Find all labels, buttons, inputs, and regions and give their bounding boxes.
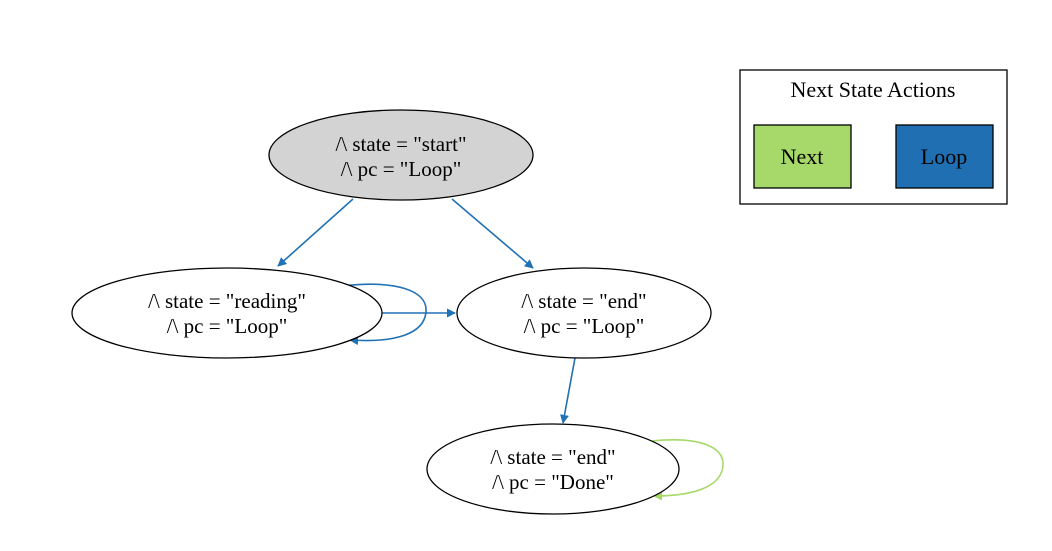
edge-start-to-reading [277,198,354,267]
node-end-done: /\ state = "end" /\ pc = "Done" [426,423,680,515]
node-end-done-line2: /\ pc = "Done" [492,470,614,494]
edge-end-loop-to-end-done [560,357,576,424]
legend-title: Next State Actions [791,77,956,102]
node-start-ellipse [268,109,534,201]
node-reading-ellipse [71,267,383,359]
edge-end-done-self-loop [651,439,724,501]
legend-label-next: Next [781,144,824,169]
node-reading-line1: /\ state = "reading" [148,289,306,313]
edge-reading-self-loop [341,283,427,346]
legend-label-loop: Loop [921,144,967,169]
legend-swatch-loop [895,124,994,189]
node-start-line1: /\ state = "start" [335,132,466,156]
edge-start-to-end-loop [451,198,534,269]
node-end-loop-line1: /\ state = "end" [521,289,646,313]
edges [277,198,724,501]
node-end-loop: /\ state = "end" /\ pc = "Loop" [456,267,712,359]
node-end-loop-ellipse [456,267,712,359]
node-reading: /\ state = "reading" /\ pc = "Loop" [71,267,383,359]
node-start: /\ state = "start" /\ pc = "Loop" [268,109,534,201]
node-end-loop-line2: /\ pc = "Loop" [524,314,645,338]
node-end-done-line1: /\ state = "end" [490,445,615,469]
legend-swatch-next [753,124,852,189]
node-start-line2: /\ pc = "Loop" [341,157,462,181]
node-end-done-ellipse [426,423,680,515]
legend: Next State Actions Next Loop [739,69,1008,205]
node-reading-line2: /\ pc = "Loop" [167,314,288,338]
